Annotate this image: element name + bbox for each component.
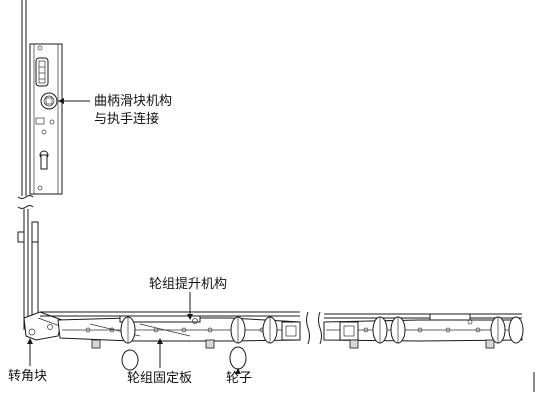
left-rail: [40, 311, 301, 371]
corner-assembly: [17, 209, 63, 341]
crank-mechanism-label-line1: 曲柄滑块机构: [94, 93, 173, 108]
corner-block-label: 转角块: [8, 368, 48, 383]
right-rail: [323, 313, 535, 392]
lock-body: [21, 0, 63, 196]
wheel-fixing-plate-label: 轮组固定板: [127, 370, 193, 385]
vertical-break-mark: [17, 195, 34, 209]
wheel-label: 轮子: [226, 370, 253, 385]
wheel-lift-mechanism-label: 轮组提升机构: [149, 276, 228, 291]
leader-lines: [27, 98, 241, 374]
crank-mechanism-label-line2: 与执手连接: [94, 111, 160, 126]
horizontal-break-mark: [306, 311, 322, 345]
